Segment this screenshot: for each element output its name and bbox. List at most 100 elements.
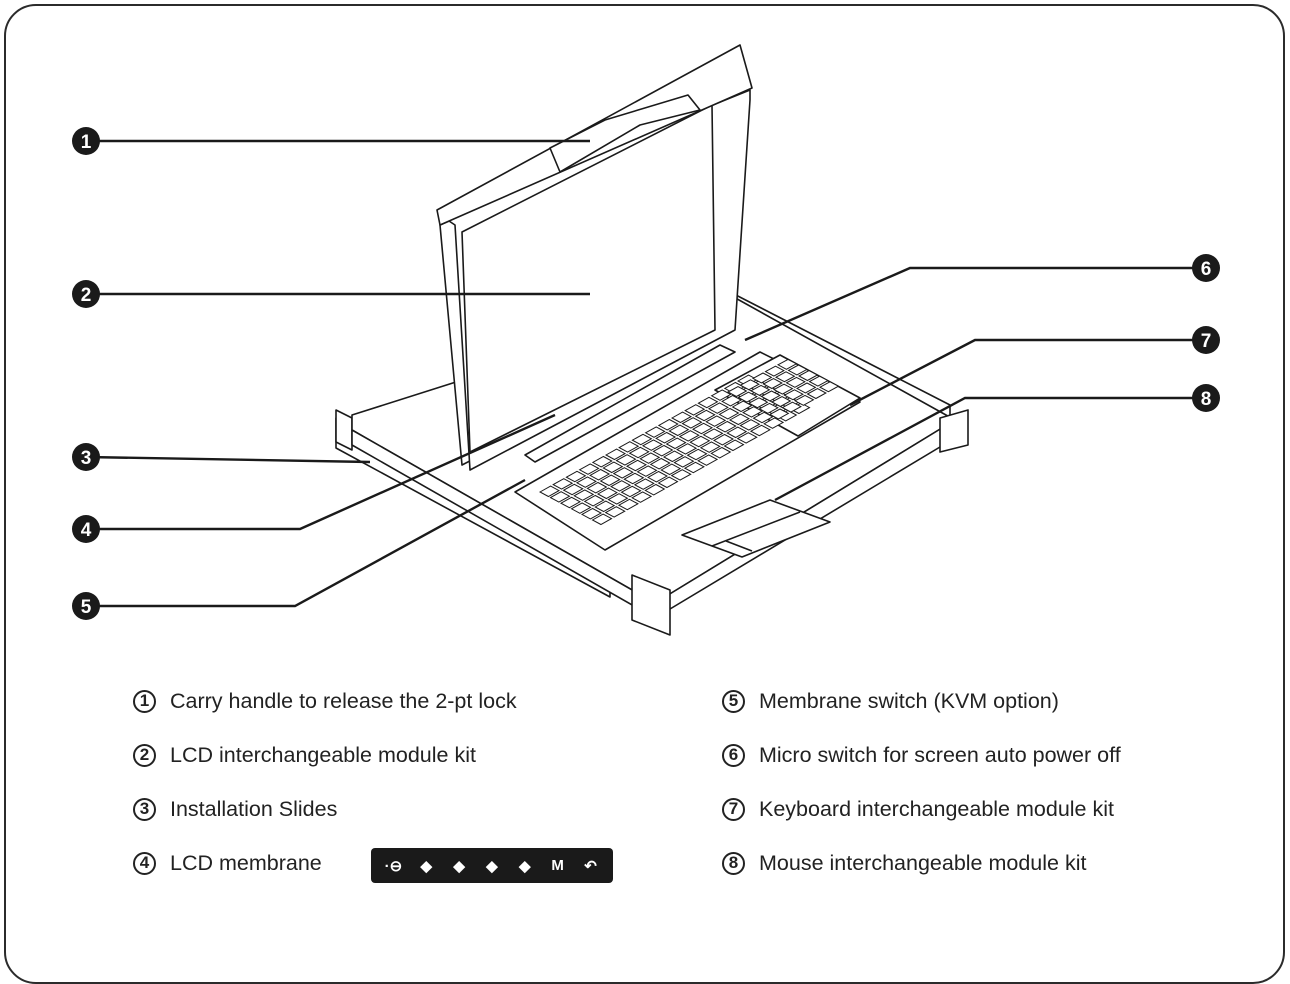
legend-text: Mouse interchangeable module kit [759,850,1087,875]
keypad-key [785,376,806,388]
keyboard-key [625,459,648,472]
keyboard-key [644,483,666,496]
keypad-key [787,364,808,376]
keyboard-key [710,389,732,401]
keypad-key [749,384,771,396]
keypad-key [737,391,758,403]
keyboard-key [694,409,716,422]
svg-text:4: 4 [81,520,92,541]
leader-line-4 [86,413,556,531]
keyboard-key [633,478,655,490]
up-down-icon: ◆ [519,857,531,875]
lcd-screen [461,104,716,453]
touchpad-divider [711,511,801,547]
leader-line-3 [85,455,371,464]
keyboard-key [668,424,690,437]
keyboard-key [649,457,671,470]
keyboard-key [728,413,750,426]
keypad-key [760,390,781,402]
keyboard-key [655,431,677,444]
keyboard-key [670,411,693,424]
keyboard-key [620,485,642,498]
callout-6: 6 [1192,254,1220,282]
keyboard-key [662,450,684,463]
keyboard-key [583,494,605,507]
front-ear [631,574,671,636]
legend-item-5: 5 Membrane switch (KVM option) [722,686,1059,716]
keyboard-key [712,433,735,446]
callout-1: 1 [72,127,100,155]
keypad-key [739,379,760,391]
keyboard-key [726,426,748,439]
keyboard-key [676,443,698,455]
keyboard-key [604,448,627,461]
keyboard-key [573,489,595,501]
keyboard-key [739,419,761,431]
keypad-key [762,378,783,390]
menu-icon: M [551,857,564,874]
up-arrow-icon: ◆ [420,857,433,875]
keypad-key [793,394,815,406]
leader-line-6 [744,266,1206,342]
keyboard-key [665,437,687,450]
keyboard-key [615,454,637,466]
right-rail-bracket [939,409,969,453]
keyboard-key [736,432,758,444]
keyboard-key [646,470,669,483]
svg-text:1: 1 [81,132,92,153]
keypad-key [795,382,817,394]
svg-text:6: 6 [1201,259,1212,280]
keypad-key [770,396,792,408]
svg-text:7: 7 [1201,331,1212,352]
keyboard-key [599,474,621,487]
up-down-icon: ◆ [486,857,498,875]
keyboard-keys [538,374,811,526]
legend-text: Micro switch for screen auto power off [759,742,1121,767]
legend-text: Installation Slides [170,796,338,821]
keyboard-key [570,502,592,514]
keypad-key [806,388,827,400]
keyboard-key [670,469,692,481]
keyboard-key [689,435,711,448]
legend-text: Carry handle to release the 2-pt lock [170,688,517,713]
keyboard-key [707,402,729,414]
keyboard-key [731,400,753,413]
keyboard-key [752,411,774,424]
keyboard-key [718,407,740,420]
callout-7: 7 [1192,326,1220,354]
legend-number: 2 [133,743,156,767]
legend-number: 4 [133,851,156,875]
keyboard-key [604,506,626,518]
keyboard-key [559,496,582,509]
keyboard-key [617,498,639,511]
leader-line-7 [849,338,1206,407]
keyboard-key [596,487,618,500]
keyboard-key [678,430,700,442]
keypad-key [726,386,748,398]
carry-handle [549,94,701,173]
keypad-key [818,381,840,393]
keyboard-key [681,417,703,429]
keyboard-key [721,394,743,407]
lcd-membrane-strip: ·⊖ ◆ ◆ ◆ ◆ M ↶ [371,848,613,883]
keyboard-key [589,468,611,481]
down-arrow-icon: ◆ [453,857,465,875]
keyboard-key [610,480,632,492]
callout-2: 2 [72,280,100,308]
leader-lines [85,139,1206,608]
keypad-key [772,383,794,395]
keyboard-key [644,426,666,438]
keypad-key [797,370,819,382]
keyboard-key [723,439,745,452]
keypad-key [751,372,773,384]
keyboard-key [691,422,714,435]
legend-number: 7 [722,797,745,821]
keyboard-key [586,481,608,494]
keyboard-key [686,448,708,461]
legend-number: 5 [722,689,745,713]
keyboard-key [607,493,629,505]
keyboard-key [549,491,571,503]
legend-item-8: 8 Mouse interchangeable module kit [722,848,1086,878]
legend-text: LCD interchangeable module kit [170,742,476,767]
keyboard-key [763,417,785,429]
